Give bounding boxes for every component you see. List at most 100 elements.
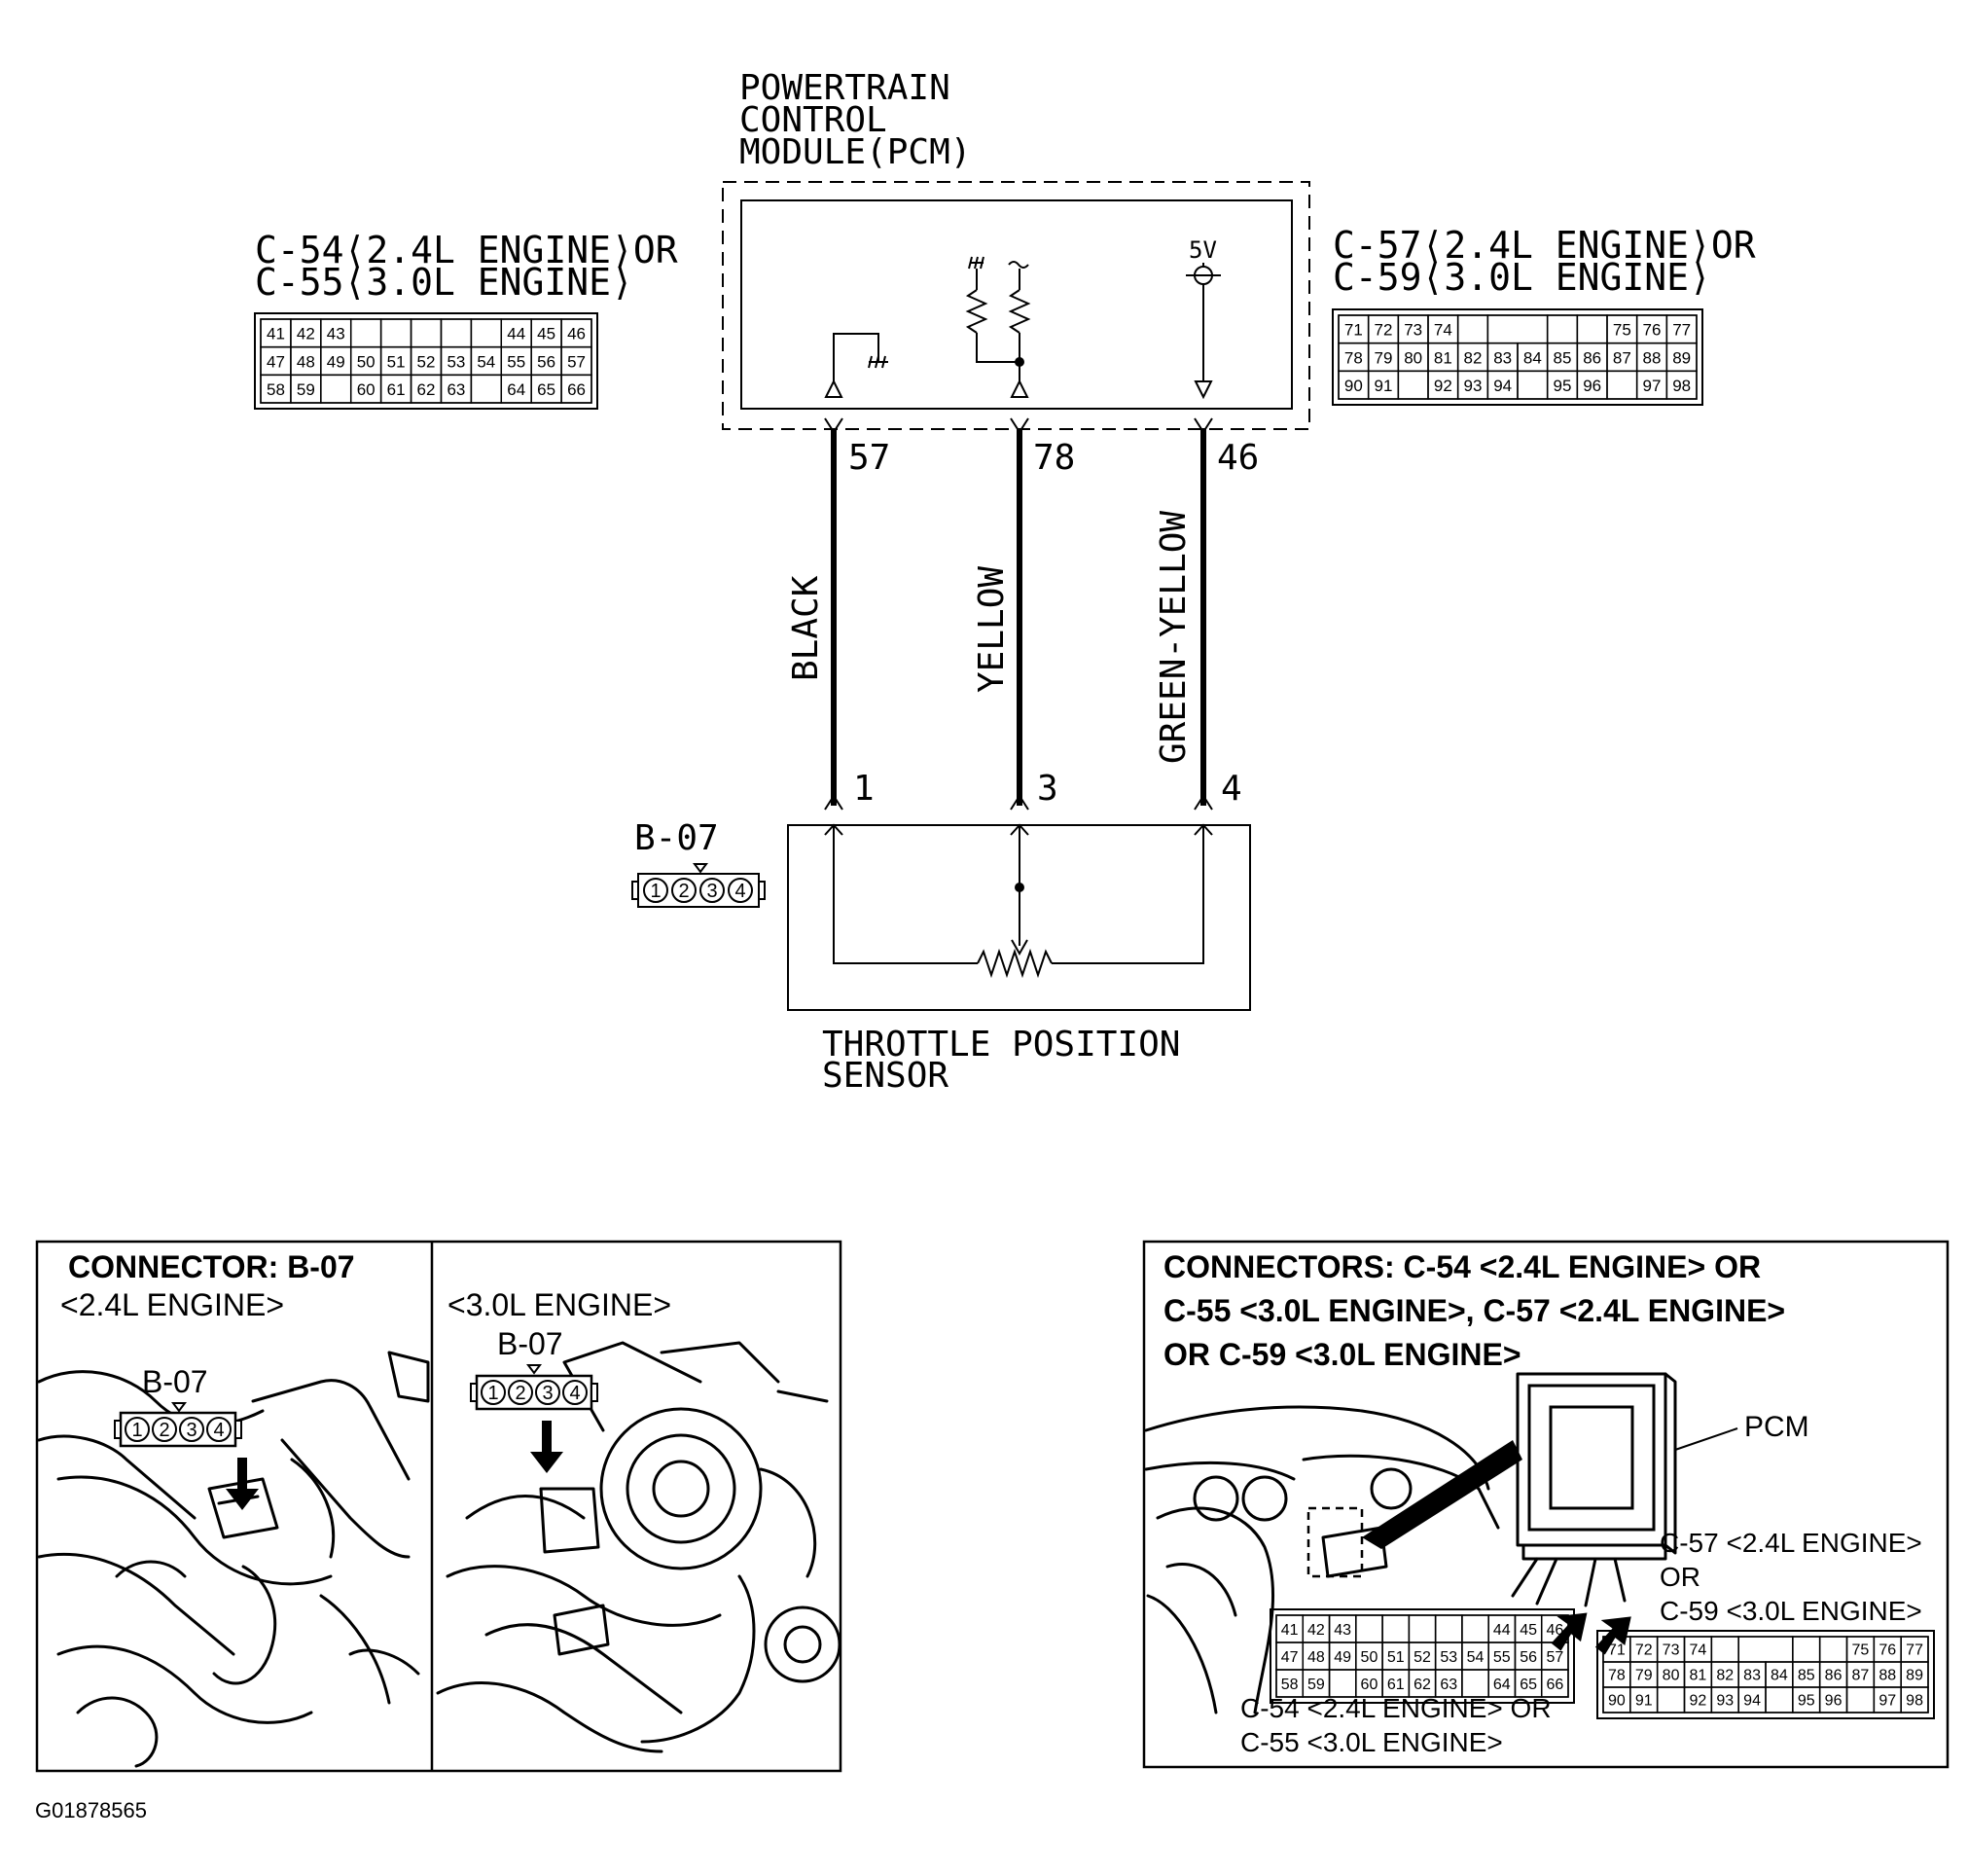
pin-circle [562, 1380, 588, 1405]
pin-number: 48 [297, 352, 315, 371]
pin-number: 1 [131, 1420, 142, 1441]
pin-number: 93 [1716, 1693, 1734, 1710]
pin-cell [1434, 1614, 1463, 1643]
pin-number: 55 [1493, 1649, 1511, 1666]
pin-number: 83 [1493, 348, 1512, 367]
pin-number: 97 [1643, 377, 1662, 395]
pin-number: 43 [327, 325, 345, 343]
pin-number: 53 [1440, 1649, 1457, 1666]
pin-circle [152, 1417, 177, 1442]
pin-number: 65 [1520, 1677, 1537, 1693]
pin-number: 88 [1879, 1668, 1896, 1684]
panel-pcm-right-conn-line2: OR [1660, 1562, 1700, 1592]
pin-number: 81 [1690, 1668, 1707, 1684]
pin-circle [643, 878, 668, 903]
pin-number: 75 [1613, 321, 1631, 340]
pin-circle [206, 1417, 232, 1442]
pin-cell [320, 374, 352, 404]
pin-number: 57 [567, 352, 586, 371]
sensor-potentiometer [824, 823, 1213, 979]
pin-number: 54 [1467, 1649, 1485, 1666]
pin-number: 95 [1798, 1693, 1815, 1710]
pin-number: 98 [1672, 377, 1691, 395]
pin-number: 84 [1771, 1668, 1788, 1684]
pin-number: 72 [1635, 1642, 1653, 1659]
pcm-title-line3: MODULE(PCM) [739, 132, 971, 172]
pin-cell [560, 374, 592, 404]
pin-number: 72 [1375, 321, 1393, 340]
pin-number: 50 [1361, 1649, 1378, 1666]
pin-circle [508, 1380, 533, 1405]
pin-number: 73 [1663, 1642, 1680, 1659]
arrow-icon [226, 1458, 259, 1510]
panel-pcm-title-line3: OR C-59 <3.0L ENGINE> [1163, 1337, 1521, 1372]
panel-pcm-title-line1: CONNECTORS: C-54 <2.4L ENGINE> OR [1163, 1249, 1761, 1284]
pin-cell [1355, 1614, 1383, 1643]
pin-number: 44 [1493, 1622, 1511, 1639]
pin-number: 3 [706, 881, 717, 902]
pin-number: 86 [1583, 348, 1601, 367]
wire-pcm-pin-46: 46 [1217, 438, 1259, 478]
panel-pcm-title-line2: C-55 <3.0L ENGINE>, C-57 <2.4L ENGINE> [1163, 1293, 1785, 1328]
pin-number: 56 [1520, 1649, 1537, 1666]
pin-number: 49 [1334, 1649, 1351, 1666]
pin-cell [1656, 1686, 1686, 1714]
pin-number: 82 [1464, 348, 1483, 367]
pcm-title-line1: POWERTRAIN [739, 68, 950, 108]
pin-number: 47 [1281, 1649, 1299, 1666]
pin-number: 42 [297, 325, 315, 343]
pin-number: 76 [1879, 1642, 1896, 1659]
wire-black: 57 BLACK 1 [786, 417, 890, 811]
pin-number: 85 [1798, 1668, 1815, 1684]
sensor-pin-1: 1 [853, 769, 875, 809]
pin-number: 66 [567, 380, 586, 399]
pin-number: 58 [1281, 1677, 1299, 1693]
pin-cell [1517, 370, 1549, 400]
panel-b07-engine-24: <2.4L ENGINE> [60, 1287, 284, 1322]
pin-number: 47 [267, 352, 285, 371]
pin-number: 78 [1608, 1668, 1626, 1684]
pin-cell [1606, 370, 1638, 400]
pin-number: 48 [1307, 1649, 1325, 1666]
pin-number: 90 [1608, 1693, 1626, 1710]
connector-left-line2: C-55⟨3.0L ENGINE⟩ [255, 261, 633, 304]
pin-number: 41 [1281, 1622, 1299, 1639]
pin-number: 86 [1825, 1668, 1843, 1684]
wire-color-black: BLACK [786, 575, 826, 681]
panel-pcm-left-conn-line1: C-54 <2.4L ENGINE> OR [1240, 1693, 1552, 1723]
pin-number: 62 [417, 380, 436, 399]
pin-number: 42 [1307, 1622, 1325, 1639]
panel-b07-label-30: B-07 [497, 1326, 563, 1361]
pin-number: 3 [542, 1383, 553, 1404]
pin-number: 64 [507, 380, 525, 399]
pin-number: 58 [267, 380, 285, 399]
pin-number: 50 [357, 352, 376, 371]
pin-number: 63 [447, 380, 465, 399]
supply-5v: 5V [1186, 236, 1221, 400]
pin-number: 75 [1852, 1642, 1870, 1659]
pin-number: 77 [1672, 321, 1691, 340]
pin-number: 4 [569, 1383, 580, 1404]
pin-number: 74 [1690, 1642, 1707, 1659]
panel-pcm-right-conn-line1: C-57 <2.4L ENGINE> [1660, 1528, 1922, 1558]
pin-number: 90 [1344, 377, 1363, 395]
pin-cell [1710, 1636, 1739, 1663]
pin-number: 95 [1554, 377, 1572, 395]
wire-yellow: 78 YELLOW 3 [972, 417, 1075, 811]
engine-24-illustration [37, 1351, 430, 1768]
connector-right-line1: C-57⟨2.4L ENGINE⟩OR [1333, 224, 1756, 267]
pin-cell [440, 318, 473, 348]
supply-5v-label: 5V [1189, 236, 1217, 264]
panel-b07-label-24: B-07 [142, 1364, 208, 1399]
pin-cell [1792, 1636, 1821, 1663]
pin-number: 60 [1361, 1677, 1378, 1693]
